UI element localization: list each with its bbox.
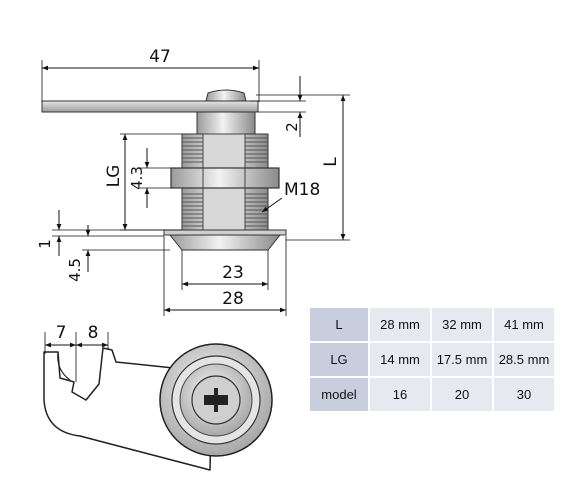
flange bbox=[163, 229, 287, 236]
nut bbox=[170, 167, 280, 189]
screw-head bbox=[205, 89, 247, 102]
dim-7-label: 7 bbox=[56, 323, 67, 343]
table-cell: 30 bbox=[492, 376, 556, 413]
table-cell: 17.5 mm bbox=[430, 341, 494, 378]
table-cell: 14 mm bbox=[368, 341, 432, 378]
table-cell: 32 mm bbox=[430, 306, 494, 343]
cap bbox=[168, 234, 282, 251]
size-table: L 28 mm 32 mm 41 mm LG 14 mm 17.5 mm 28.… bbox=[308, 306, 556, 413]
table-cell: 28 mm bbox=[368, 306, 432, 343]
dim-47-label: 47 bbox=[149, 47, 171, 67]
table-row: LG 14 mm 17.5 mm 28.5 mm bbox=[308, 341, 556, 378]
upper-shank bbox=[196, 111, 256, 135]
table-row: model 16 20 30 bbox=[308, 376, 556, 413]
table-cell: 28.5 mm bbox=[492, 341, 556, 378]
front-view: 7 8 bbox=[43, 323, 273, 471]
dim-8-label: 8 bbox=[88, 323, 99, 343]
dim-2-label: 2 bbox=[283, 122, 301, 132]
dim-1-label: 1 bbox=[36, 239, 54, 249]
dim-4-3-label: 4.3 bbox=[128, 166, 146, 190]
dim-4-5-label: 4.5 bbox=[66, 258, 84, 282]
table-cell: 41 mm bbox=[492, 306, 556, 343]
dim-28-label: 28 bbox=[222, 289, 244, 309]
table-cell: 16 bbox=[368, 376, 432, 413]
dim-M18-label: M18 bbox=[284, 180, 320, 200]
dim-L-label: L bbox=[321, 157, 341, 167]
cam-arm bbox=[41, 100, 259, 113]
row-header-model: model bbox=[308, 376, 370, 413]
table-row: L 28 mm 32 mm 41 mm bbox=[308, 306, 556, 343]
side-view: 47 2 L LG 4.3 M18 1 bbox=[36, 47, 350, 316]
keyway-icon bbox=[204, 388, 228, 412]
dim-LG-label: LG bbox=[104, 165, 124, 188]
table-cell: 20 bbox=[430, 376, 494, 413]
row-header-LG: LG bbox=[308, 341, 370, 378]
dim-23-label: 23 bbox=[222, 263, 244, 283]
row-header-L: L bbox=[308, 306, 370, 343]
